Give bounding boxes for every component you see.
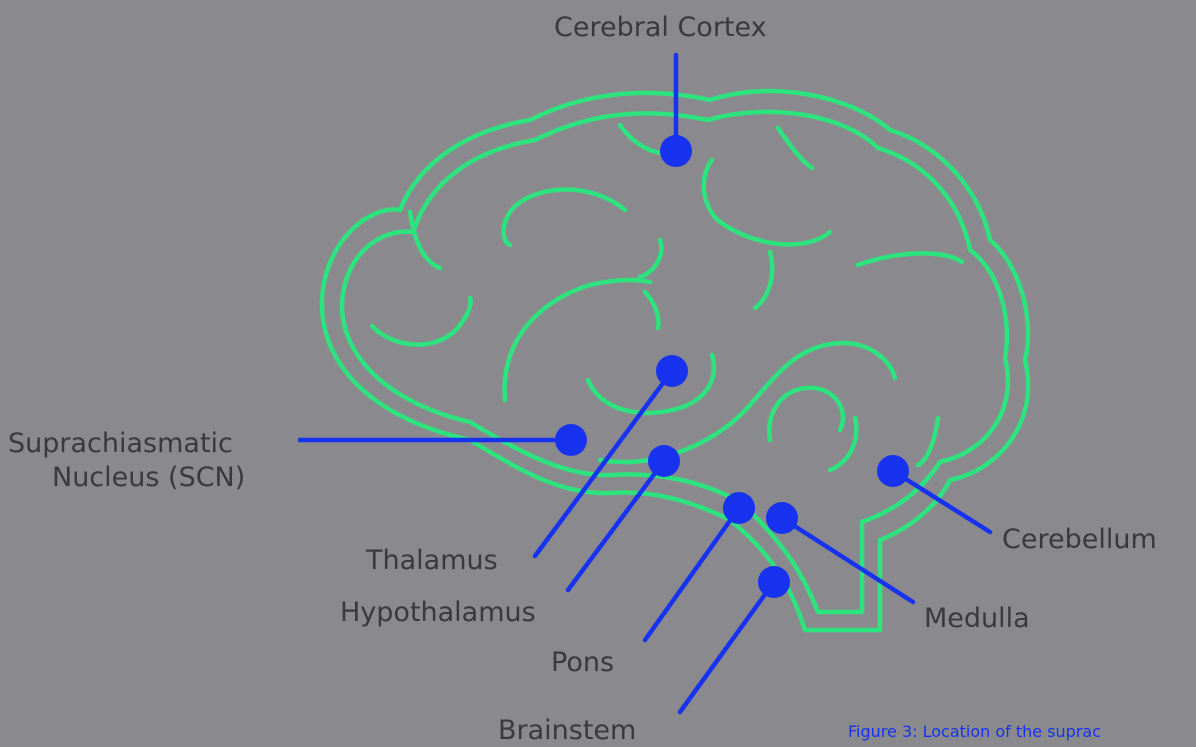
- sulcus-inner-arc: [505, 280, 650, 400]
- sulcus-cerebellum-3: [769, 388, 843, 440]
- sulcus-mid-3: [645, 292, 658, 328]
- label-scn-line1: Suprachiasmatic: [8, 428, 233, 460]
- sulcus-top-2: [704, 160, 830, 244]
- label-cerebellum: Cerebellum: [1002, 524, 1157, 556]
- label-hypothalamus: Hypothalamus: [340, 597, 536, 629]
- label-scn-line2: Nucleus (SCN): [52, 462, 245, 494]
- pointer-line-hypothalamus: [568, 461, 664, 590]
- pointer-line-brainstem: [680, 582, 774, 712]
- label-medulla: Medulla: [924, 603, 1030, 635]
- label-cerebral-cortex: Cerebral Cortex: [554, 12, 767, 44]
- label-thalamus: Thalamus: [366, 545, 498, 577]
- marker-cerebellum: [877, 455, 909, 487]
- sulcus-cerebellum-2: [918, 418, 938, 465]
- marker-medulla: [766, 502, 798, 534]
- pointer-line-cerebellum: [893, 471, 990, 532]
- sulcus-mid-1: [755, 252, 772, 308]
- sulcus-top-3: [778, 128, 812, 168]
- sulcus-left: [372, 298, 471, 345]
- sulcus-temporal: [600, 343, 895, 462]
- sulcus-frontal-2: [504, 190, 625, 245]
- pointer-line-medulla: [782, 518, 913, 602]
- figure-caption: Figure 3: Location of the suprac: [848, 722, 1101, 742]
- sulcus-top-1: [620, 125, 660, 153]
- marker-hypothalamus: [648, 445, 680, 477]
- label-pons: Pons: [551, 647, 614, 679]
- sulcus-right: [858, 253, 962, 265]
- marker-pons: [723, 492, 755, 524]
- sulcus-thalamus-arc: [588, 355, 714, 413]
- label-brainstem: Brainstem: [498, 715, 636, 747]
- marker-cortex: [660, 135, 692, 167]
- marker-scn: [555, 424, 587, 456]
- marker-thalamus: [656, 355, 688, 387]
- sulcus-mid-2: [640, 240, 661, 277]
- marker-brainstem: [758, 566, 790, 598]
- pointer-line-pons: [645, 508, 739, 640]
- sulcus-frontal-1: [410, 212, 440, 268]
